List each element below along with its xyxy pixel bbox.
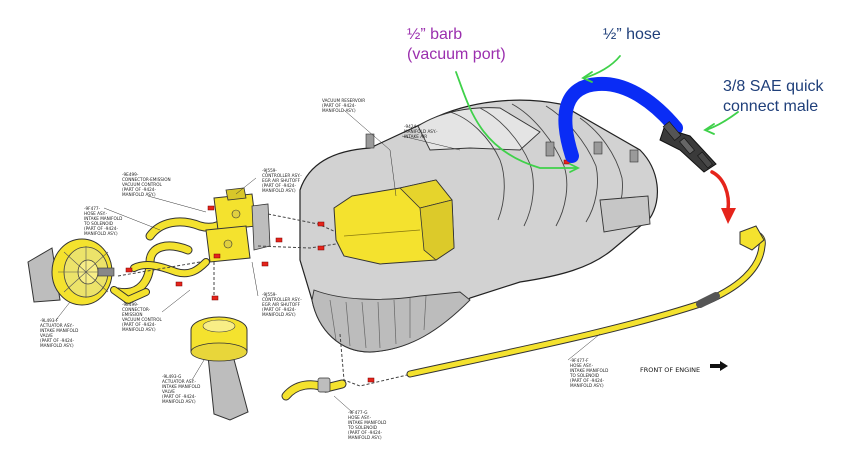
- label-line: -9424-: [404, 124, 418, 129]
- label-line: (PART OF -9424-: [162, 394, 196, 399]
- label-line: (PART OF -9424-: [40, 338, 74, 343]
- callout-barb-line2: (vacuum port): [407, 46, 506, 63]
- solenoid-controllers: [205, 187, 271, 263]
- label-line: INTAKE MANIFOLD: [570, 368, 608, 373]
- label-line: EGR AIR SHUTOFF: [262, 302, 301, 307]
- left-hoses: [110, 209, 237, 305]
- green-arrows: [455, 55, 739, 173]
- label-line: MANIFOLD ASY.): [262, 312, 296, 317]
- label-line: VACUUM RESERVOIR: [322, 98, 365, 103]
- label-line: INTAKE MANIFOLD: [40, 328, 78, 333]
- label-line: MANIFOLD ASY.): [84, 231, 118, 236]
- red-connection-line: [710, 170, 736, 224]
- label-line: EMISSION: [122, 312, 142, 317]
- label-line: MANIFOLD ASY.): [570, 383, 604, 388]
- label-line: MANIFOLD ASY.): [40, 343, 74, 348]
- label-line: EGR AIR SHUTOFF: [262, 178, 301, 183]
- label-line: MANIFOLD ASY.): [122, 327, 156, 332]
- label-line: CONNECTOR-EMISSION: [122, 177, 171, 182]
- callout-barb-line1: ½” barb: [407, 26, 463, 43]
- label-line: (PART OF -9424-: [262, 183, 296, 188]
- quick-connect-arrow: [705, 111, 739, 131]
- label-line: INTAKE MANIFOLD: [348, 420, 386, 425]
- label-line: HOSE ASY.-: [570, 363, 594, 368]
- label-line: MANIFOLD ASY.): [262, 188, 296, 193]
- label-manifold-asy: -9424-MANIFOLD ASY.-INTAKE AIR: [404, 124, 438, 139]
- label-line: HOSE ASY.-: [84, 211, 108, 216]
- label-line: TO SOLENOID: [83, 221, 113, 226]
- label-controller-top: -9J559-CONTROLLER ASY.-EGR AIR SHUTOFF(P…: [262, 168, 302, 193]
- label-line: MANIFOLD ASY.): [122, 192, 156, 197]
- label-line: VACUUM CONTROL: [122, 182, 163, 187]
- label-line: -9E499-: [122, 172, 139, 177]
- callout-hose-line1: ½” hose: [603, 26, 661, 43]
- barb-arrow: [455, 71, 577, 169]
- vacuum-reservoir: [333, 179, 455, 265]
- bottom-hose-fitting: [281, 377, 347, 401]
- label-line: TO SOLENOID: [347, 425, 377, 430]
- label-line: (PART OF -9424-: [262, 307, 296, 312]
- callout-quick-connect-line2: connect male: [723, 98, 819, 115]
- actuator-left: [27, 238, 115, 306]
- blue-half-inch-hose: [558, 76, 683, 163]
- label-line: INTAKE MANIFOLD: [162, 384, 200, 389]
- label-line: CONTROLLER ASY.-: [262, 297, 302, 302]
- quick-connect-fitting: [659, 121, 717, 173]
- label-line: -9J559-: [262, 292, 277, 297]
- actuator-bottom: [190, 316, 249, 421]
- label-line: MANIFOLD ASY.-: [404, 129, 438, 134]
- hose-arrow: [583, 55, 621, 79]
- callout-quick-connect: 3/8 SAE quick connect male: [723, 77, 824, 117]
- label-line: MANIFOLD ASY.): [348, 435, 382, 440]
- label-line: VALVE: [40, 333, 53, 338]
- label-line: ACTUATOR ASY.-: [162, 379, 197, 384]
- label-line: HOSE ASY.-: [348, 415, 372, 420]
- label-line: (PART OF -9424-: [322, 103, 356, 108]
- label-line: -9F477-F: [570, 358, 589, 363]
- long-yellow-hose: [406, 225, 766, 378]
- label-line: -9J559-: [262, 168, 277, 173]
- callout-quick-connect-line1: 3/8 SAE quick: [723, 78, 824, 95]
- label-line: (PART OF -9424-: [122, 187, 156, 192]
- label-line: MANIFOLD ASY.): [162, 399, 196, 404]
- label-line: -9E499-: [122, 302, 139, 307]
- label-line: VALVE: [162, 389, 175, 394]
- label-line: CONTROLLER ASY.-: [262, 173, 302, 178]
- label-line: (PART OF -9424-: [122, 322, 156, 327]
- label-line: -9F477-: [84, 206, 101, 211]
- label-line: VACUUM CONTROL: [122, 317, 163, 322]
- callout-hose: ½” hose: [603, 25, 661, 45]
- label-line: ACTUATOR ASY.-: [40, 323, 75, 328]
- label-line: CONNECTOR-: [122, 307, 151, 312]
- label-line: INTAKE MANIFOLD: [84, 216, 122, 221]
- label-line: (PART OF -9424-: [84, 226, 118, 231]
- label-line: -9F477-G: [348, 410, 368, 415]
- label-line: (PART OF -9424-: [570, 378, 604, 383]
- label-line: MANIFOLD ASY.): [322, 108, 356, 113]
- leader-lines: [55, 109, 601, 413]
- label-line: INTAKE AIR: [404, 134, 427, 139]
- diagram-labels: VACUUM RESERVOIR(PART OF -9424-MANIFOLD …: [40, 98, 700, 440]
- label-line: TO SOLENOID: [569, 373, 599, 378]
- callout-barb: ½” barb (vacuum port): [407, 25, 506, 65]
- label-line: (PART OF -9424-: [348, 430, 382, 435]
- label-front-of-engine: FRONT OF ENGINE: [640, 366, 700, 374]
- label-vacuum-reservoir: VACUUM RESERVOIR(PART OF -9424-MANIFOLD …: [322, 98, 365, 113]
- label-line: -9L493-F: [40, 318, 59, 323]
- label-controller-bottom: -9J559-CONTROLLER ASY.-EGR AIR SHUTOFF(P…: [262, 292, 302, 317]
- label-line: -9L493-G: [162, 374, 181, 379]
- front-of-engine-arrow: [710, 361, 728, 371]
